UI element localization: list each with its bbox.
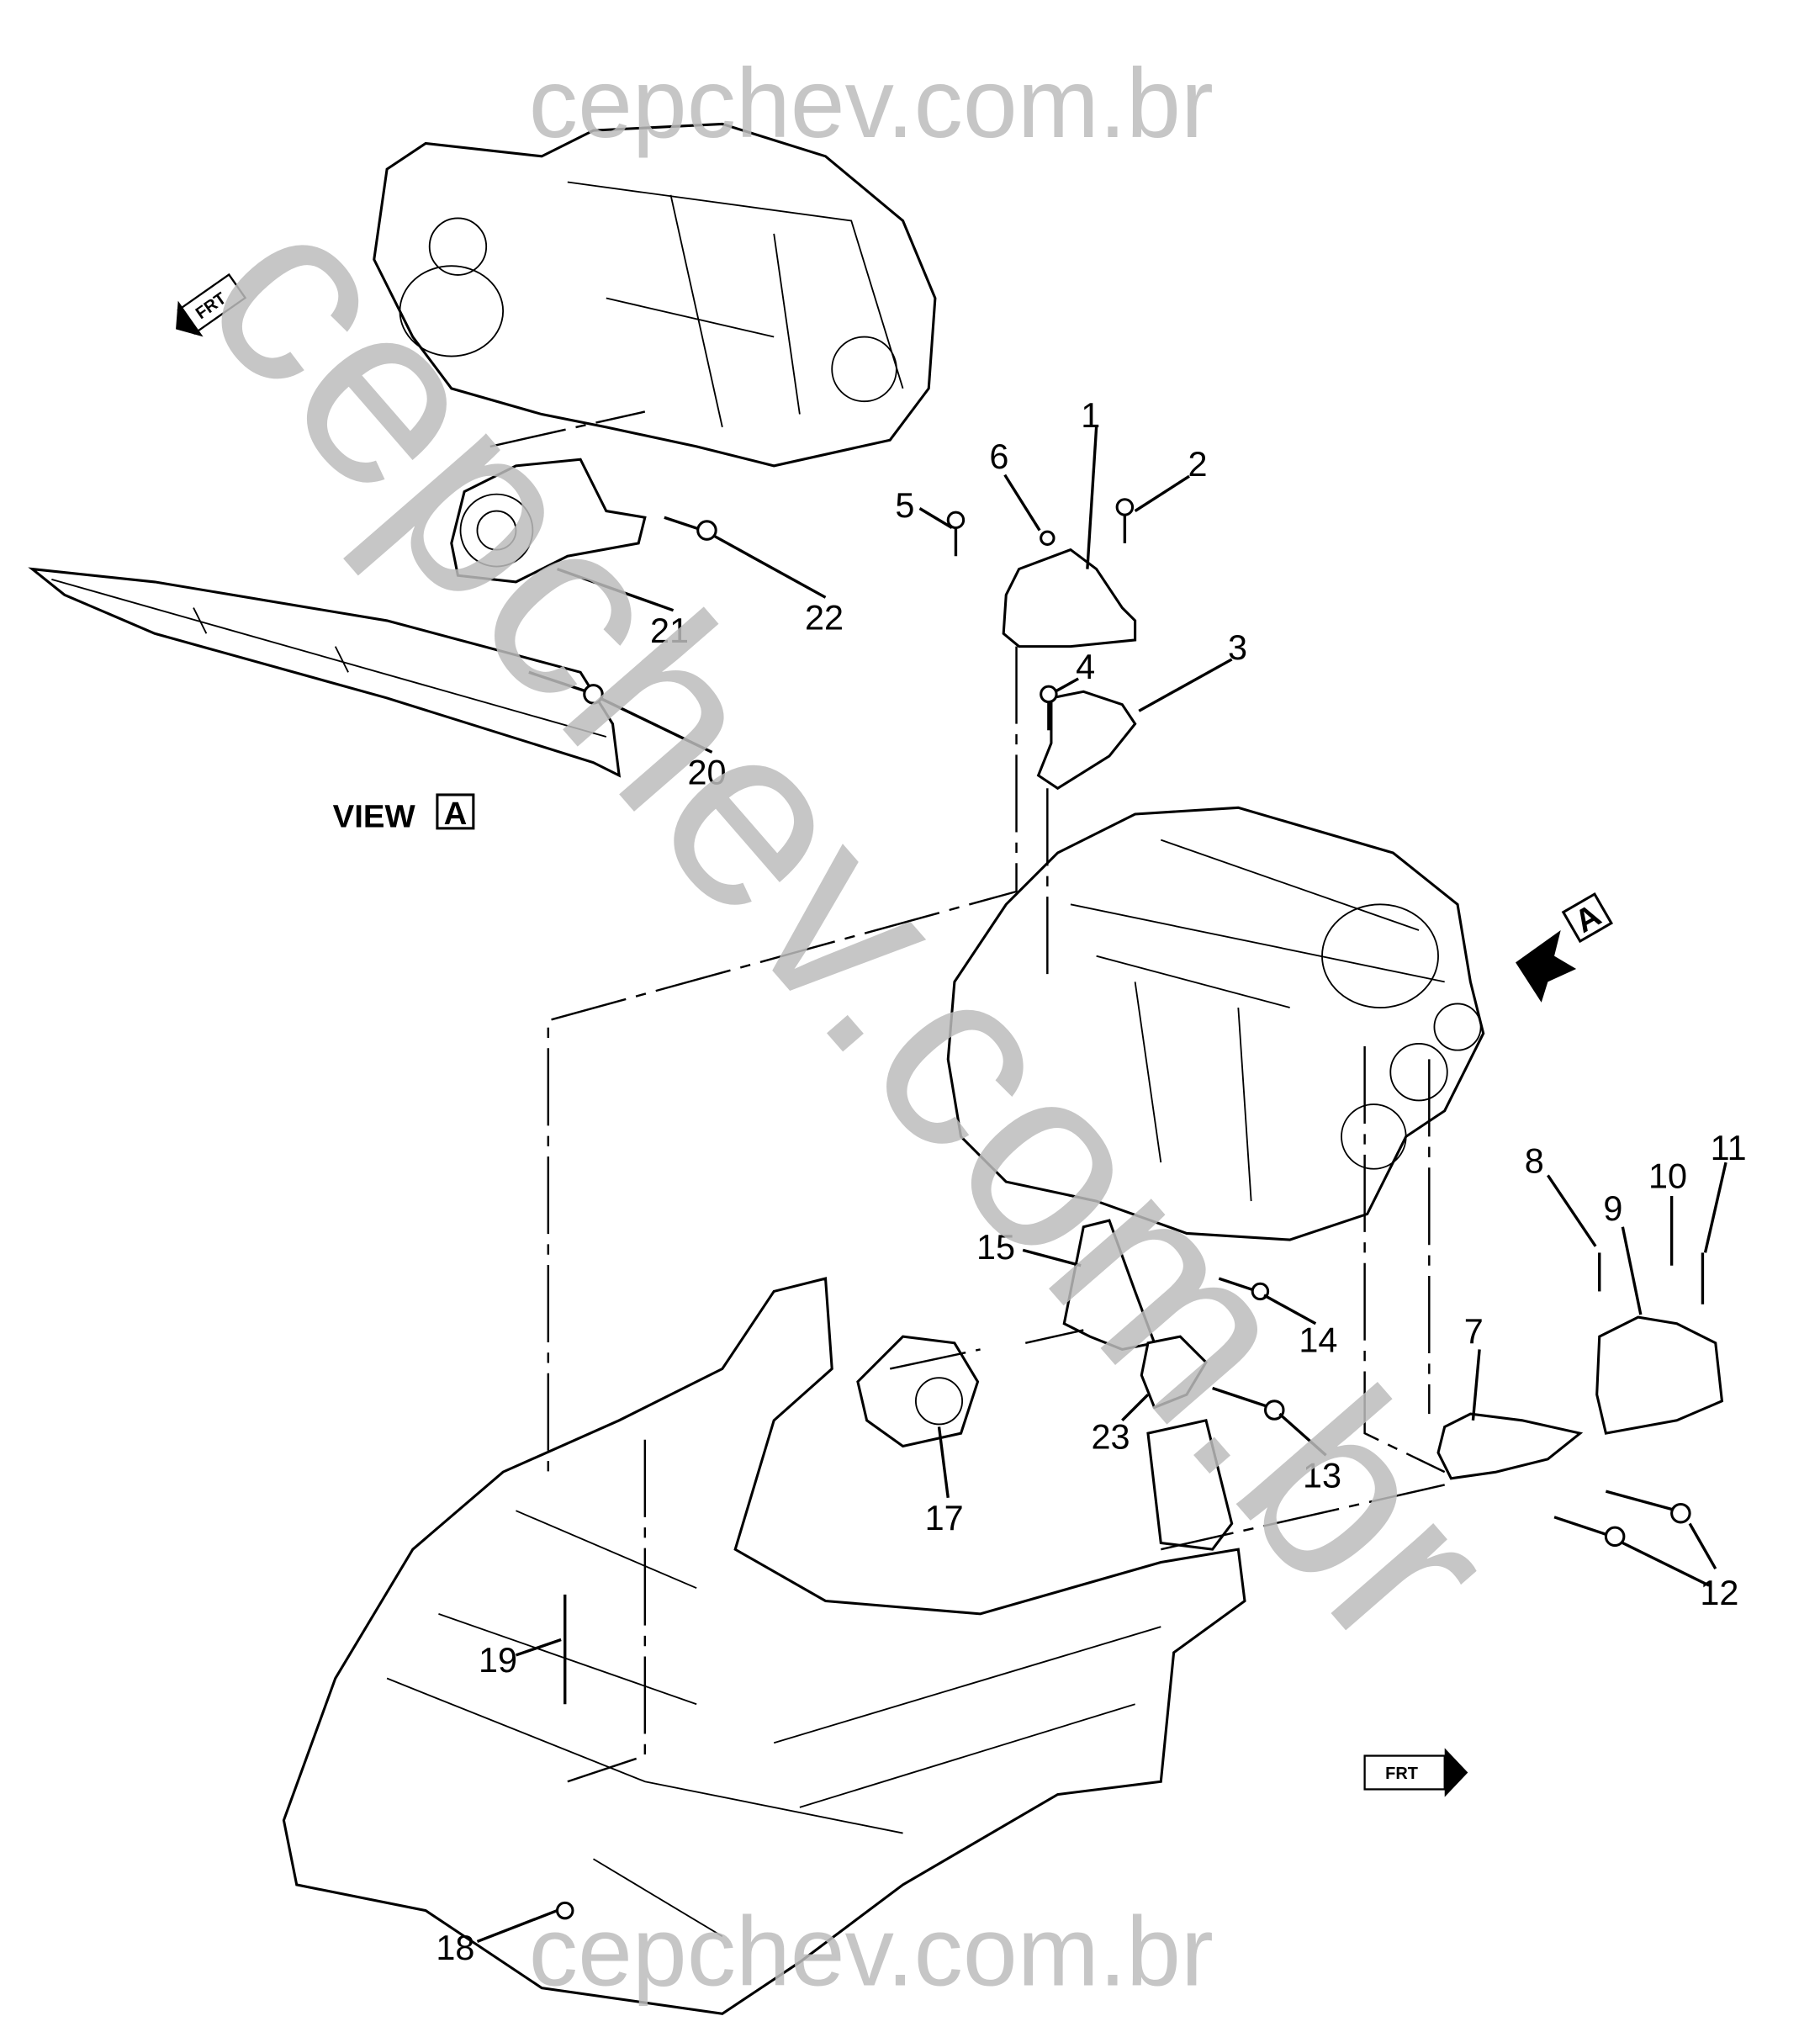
rear-engine-mount: [856, 1219, 1285, 1448]
view-a-label: VIEW A: [333, 793, 475, 834]
callout-7: 7: [1464, 1312, 1484, 1351]
view-label-text: VIEW: [333, 798, 416, 834]
front-label: FRT: [1385, 1765, 1418, 1783]
callout-17: 17: [925, 1499, 964, 1537]
callout-2: 2: [1188, 445, 1208, 484]
callout-15: 15: [976, 1228, 1015, 1267]
callout-12: 12: [1700, 1574, 1738, 1612]
right-engine-mount: [1436, 1252, 1724, 1548]
callout-20: 20: [687, 754, 726, 792]
view-a-arrow: A: [1516, 892, 1614, 1003]
callout-1: 1: [1081, 396, 1100, 435]
callout-leaders: [476, 426, 1727, 1943]
callout-13: 13: [1303, 1457, 1341, 1495]
watermark-top: cepchev.com.br: [529, 48, 1214, 158]
callout-14: 14: [1299, 1321, 1337, 1360]
callout-9: 9: [1603, 1189, 1622, 1228]
bolt-22: [664, 516, 717, 541]
callout-3: 3: [1228, 628, 1247, 667]
front-indicator-top: FRT: [176, 273, 247, 337]
subframe-illustration: [282, 1277, 1246, 2015]
upper-engine-mount: [946, 498, 1137, 791]
callout-labels: 1 2 3 4 5 6 7 8 9 10 11 12 13 14 15 17 1…: [436, 396, 1746, 1967]
callout-23: 23: [1091, 1418, 1130, 1457]
front-indicator-bottom: FRT: [1363, 1748, 1468, 1797]
callout-8: 8: [1525, 1141, 1544, 1180]
view-label-letter: A: [444, 796, 468, 832]
transmission-illustration: [373, 122, 937, 468]
callout-6: 6: [989, 437, 1008, 476]
watermark-bottom: cepchev.com.br: [529, 1897, 1214, 2007]
callout-10: 10: [1648, 1157, 1687, 1196]
engine-illustration: [946, 806, 1485, 1241]
callout-22: 22: [805, 599, 844, 638]
callout-19: 19: [479, 1641, 517, 1680]
callout-5: 5: [895, 486, 914, 525]
alignment-lines: [489, 410, 1446, 1783]
view-a-subframe: [28, 458, 647, 778]
callout-11: 11: [1711, 1129, 1747, 1167]
callout-4: 4: [1076, 648, 1095, 686]
callout-21: 21: [650, 611, 689, 650]
bolt-20: [528, 670, 604, 705]
callout-18: 18: [436, 1929, 474, 1967]
